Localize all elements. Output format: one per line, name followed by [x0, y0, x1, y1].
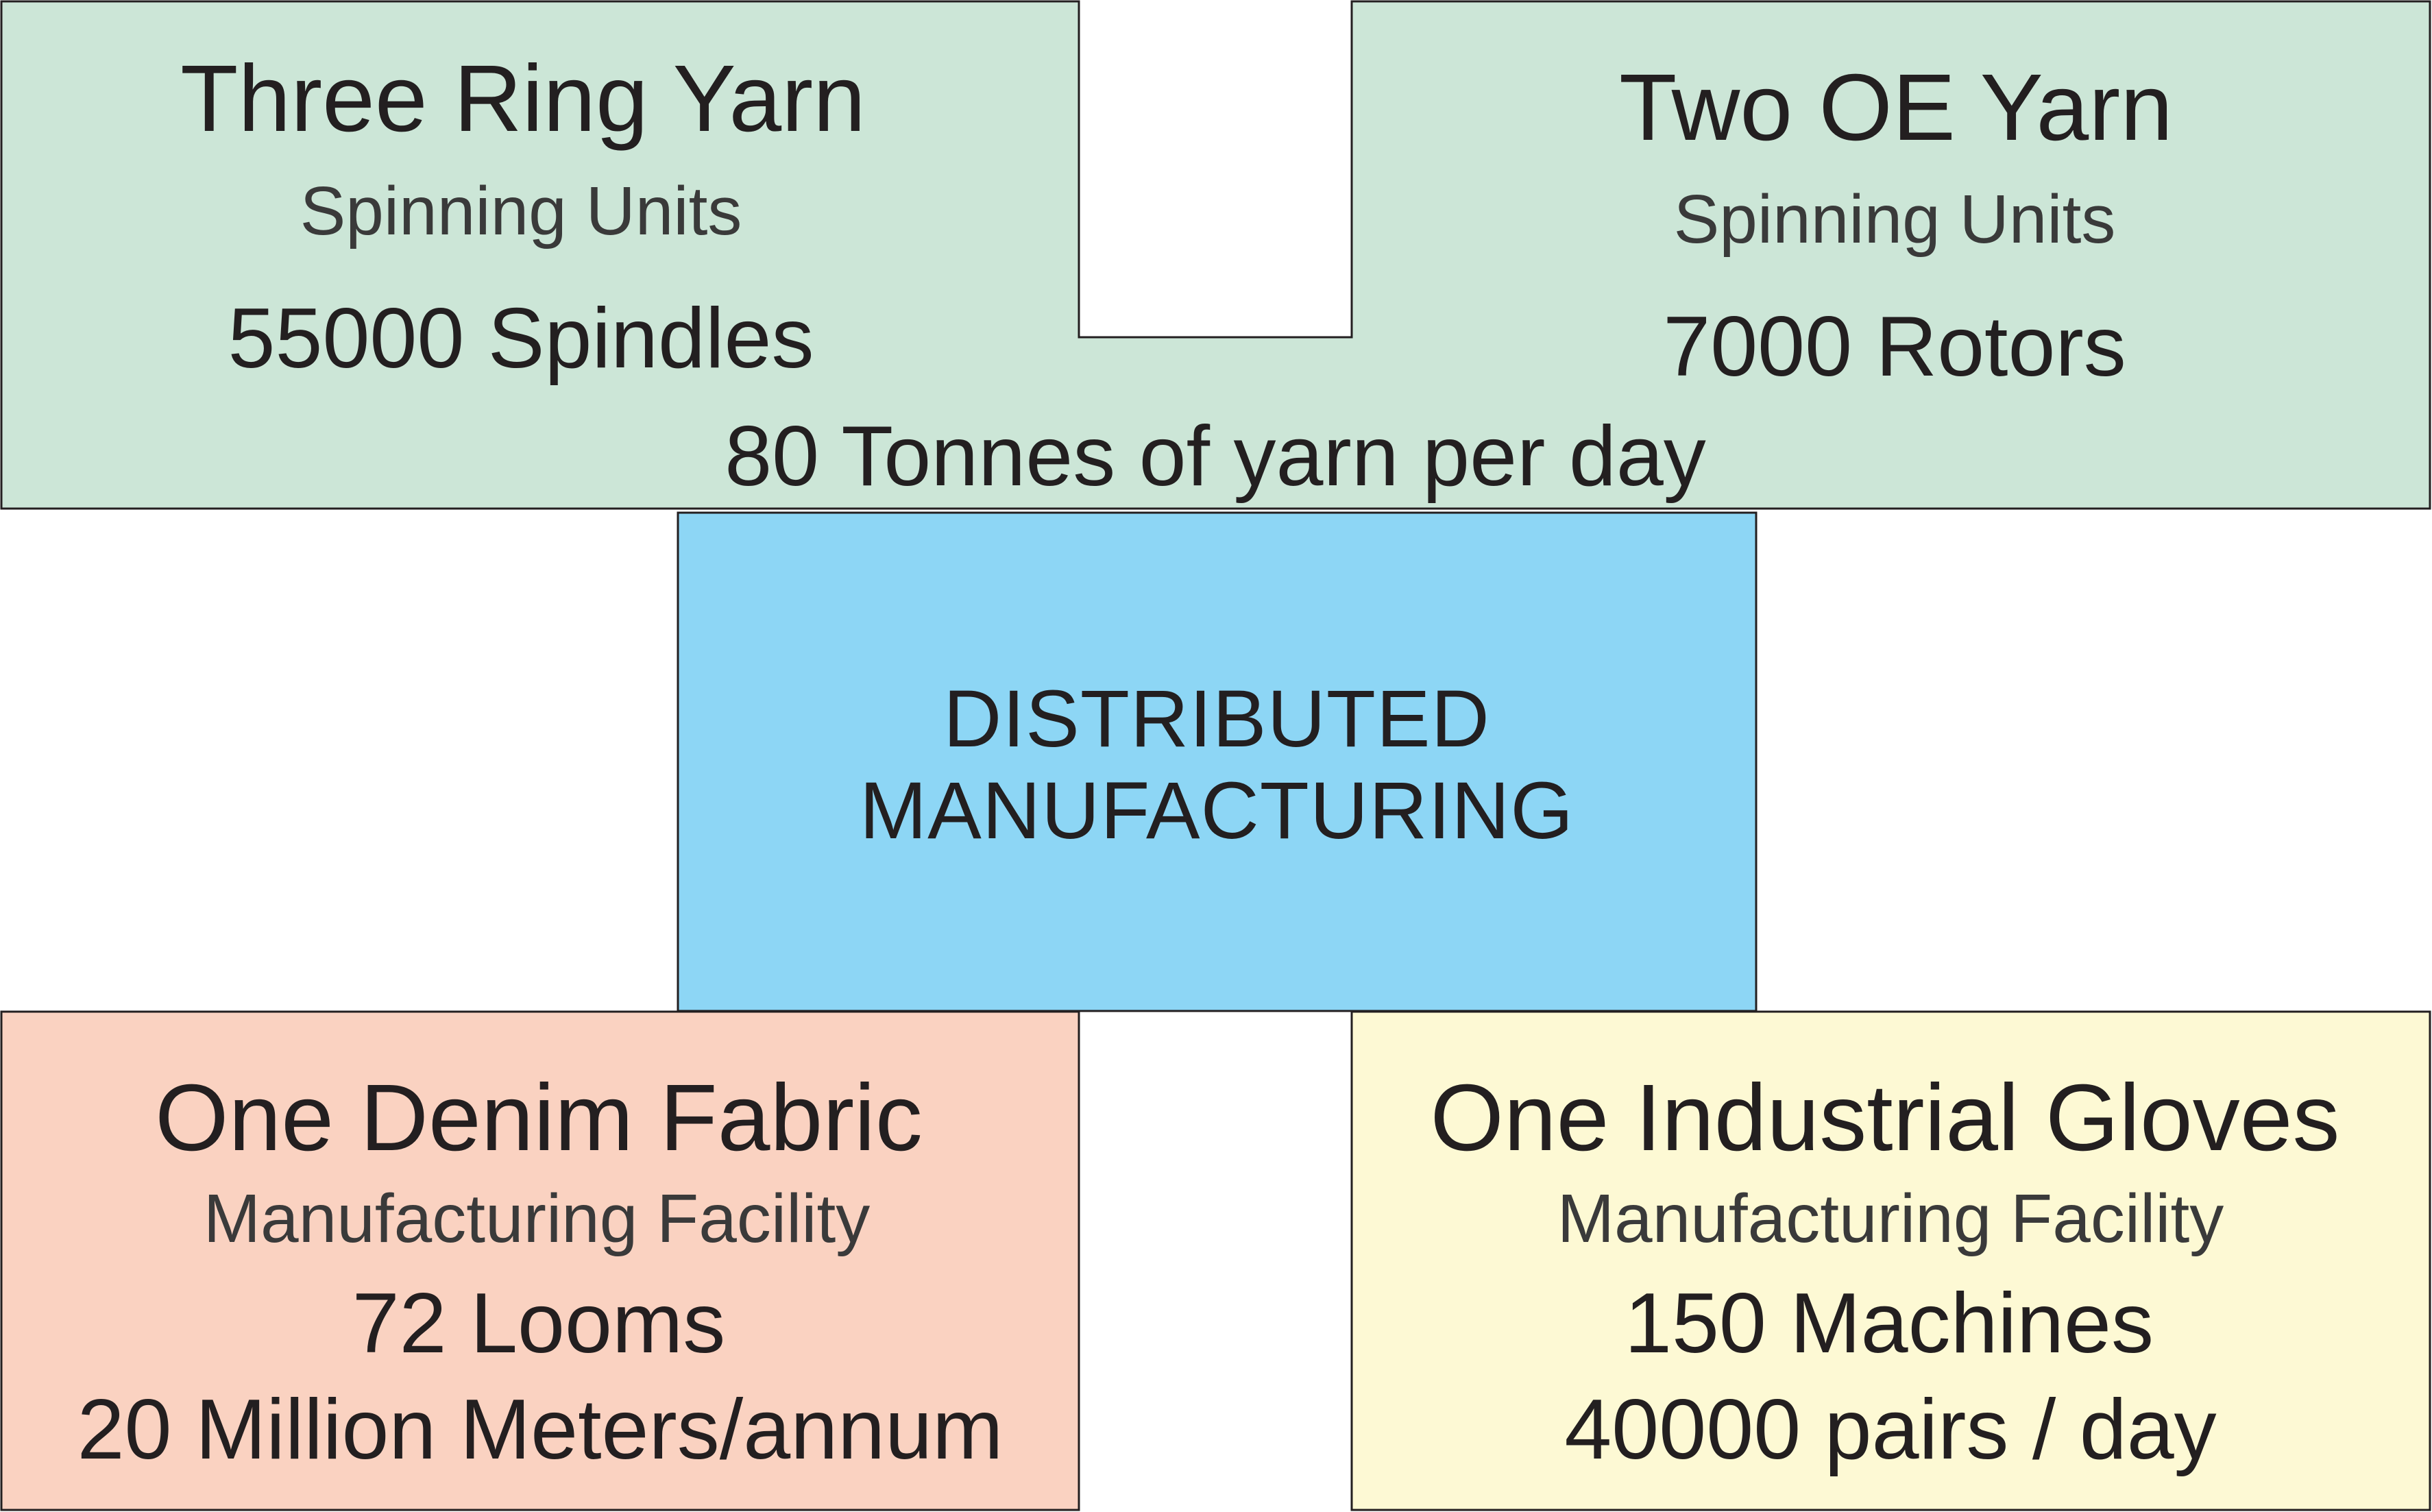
yarn-units-block — [0, 0, 2431, 510]
yarn-daily-output: 80 Tonnes of yarn per day — [725, 409, 1706, 504]
industrial-gloves-block — [1350, 1010, 2431, 1511]
center-label-line1: DISTRIBUTED — [943, 674, 1490, 764]
oe-yarn-capacity: 7000 Rotors — [1663, 300, 2126, 394]
distributed-manufacturing-block — [677, 511, 1758, 1012]
denim-output: 20 Million Meters/annum — [77, 1382, 1004, 1477]
gloves-output: 40000 pairs / day — [1564, 1382, 2217, 1477]
center-label-line2: MANUFACTURING — [859, 766, 1574, 856]
oe-yarn-title: Two OE Yarn — [1619, 55, 2173, 160]
denim-title: One Denim Fabric — [155, 1065, 923, 1171]
gloves-subtitle: Manufacturing Facility — [1557, 1180, 2224, 1257]
gloves-title: One Industrial Gloves — [1430, 1065, 2340, 1171]
denim-subtitle: Manufacturing Facility — [203, 1180, 871, 1257]
ring-yarn-capacity: 55000 Spindles — [228, 291, 814, 386]
gloves-capacity: 150 Machines — [1624, 1276, 2154, 1371]
oe-yarn-subtitle: Spinning Units — [1673, 181, 2116, 258]
denim-fabric-block — [0, 1010, 1080, 1511]
denim-capacity: 72 Looms — [352, 1276, 726, 1371]
ring-yarn-subtitle: Spinning Units — [300, 173, 742, 249]
ring-yarn-title: Three Ring Yarn — [180, 46, 866, 151]
